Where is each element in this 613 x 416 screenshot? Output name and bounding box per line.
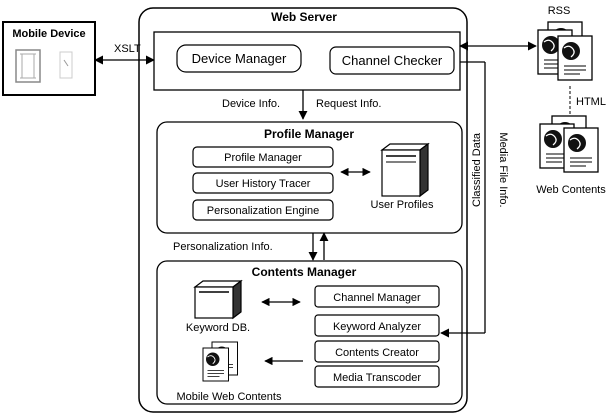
profile-manager-item xyxy=(192,146,334,168)
keyword-analyzer-item xyxy=(314,314,440,337)
server-icon xyxy=(380,142,430,198)
request-info-label: Request Info. xyxy=(316,98,381,110)
web-contents-label: Web Contents xyxy=(536,184,606,196)
xslt-label: XSLT xyxy=(114,43,141,55)
mobile-phone-icon xyxy=(15,49,73,83)
profile-manager-title: Profile Manager xyxy=(264,127,354,141)
contents-manager-title: Contents Manager xyxy=(252,265,357,279)
keyword-analyzer-label: Keyword Analyzer xyxy=(333,321,421,333)
personalization-info-label: Personalization Info. xyxy=(173,241,273,253)
html-label: HTML xyxy=(576,96,606,108)
user-profiles-label: User Profiles xyxy=(371,199,434,211)
mobile-web-contents-icon xyxy=(202,341,238,382)
rss-label: RSS xyxy=(548,5,571,17)
device-info-label: Device Info. xyxy=(222,98,280,110)
personalization-engine-item xyxy=(192,199,334,221)
device-manager-box xyxy=(176,44,302,73)
web-content-documents-icon xyxy=(539,115,599,173)
mobile-device-box: Mobile Device xyxy=(2,21,96,96)
channel-checker-label: Channel Checker xyxy=(342,53,443,68)
media-transcoder-label: Media Transcoder xyxy=(333,372,421,384)
media-transcoder-item xyxy=(314,365,440,388)
mobile-web-contents-label: Mobile Web Contents xyxy=(177,391,282,403)
contents-creator-label: Contents Creator xyxy=(335,347,419,359)
personalization-engine-label: Personalization Engine xyxy=(207,205,320,217)
web-server-title: Web Server xyxy=(271,10,337,24)
keyword-db-label: Keyword DB. xyxy=(186,322,250,334)
profile-manager-item-label: Profile Manager xyxy=(224,152,302,164)
user-history-tracer-label: User History Tracer xyxy=(216,178,311,190)
classified-data-label: Classified Data xyxy=(471,132,483,207)
device-manager-label: Device Manager xyxy=(192,51,287,66)
rss-documents-icon xyxy=(537,21,593,81)
channel-checker-box xyxy=(329,46,455,75)
database-icon xyxy=(193,279,243,320)
user-history-tracer-item xyxy=(192,172,334,194)
web-server-container xyxy=(138,7,468,413)
contents-creator-item xyxy=(314,340,440,363)
mobile-device-title: Mobile Device xyxy=(12,28,85,40)
media-file-info-label: Media File Info. xyxy=(497,132,509,207)
channel-manager-label: Channel Manager xyxy=(333,292,421,304)
channel-manager-item xyxy=(314,285,440,308)
